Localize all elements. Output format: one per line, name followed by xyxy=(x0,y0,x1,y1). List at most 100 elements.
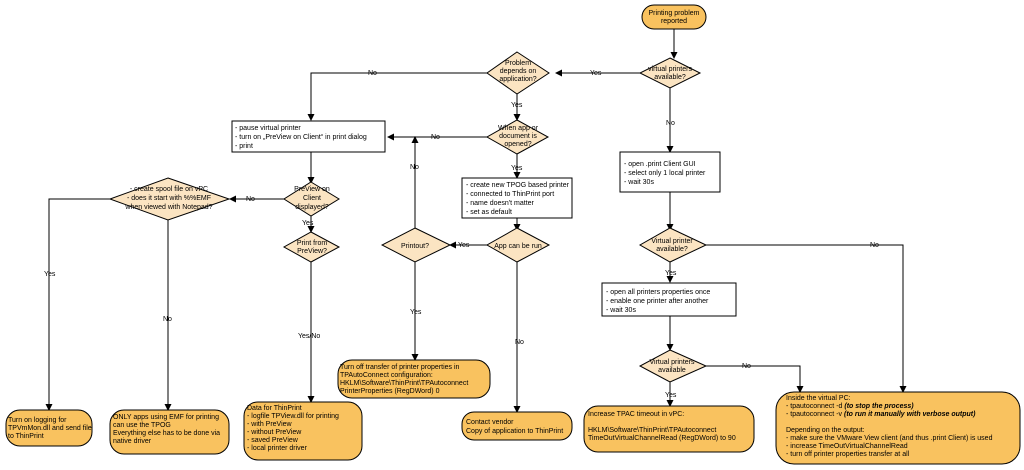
edge-vp3-no xyxy=(706,365,804,393)
node-turn-off-line: TPAutoConnect configuration: xyxy=(340,372,433,379)
node-print-from-preview: Print from PreView? xyxy=(282,231,341,263)
edge-depends-no xyxy=(307,72,487,121)
label-spool-yes: Yes xyxy=(44,271,56,278)
node-pause-line: - pause virtual printer xyxy=(235,125,301,132)
label-printout-no: No xyxy=(410,164,419,171)
label-whenapp-no: No xyxy=(431,134,440,141)
node-logging-line: Turn on logging for xyxy=(8,417,67,424)
node-create-tpog: - create new TPOG based printer - connec… xyxy=(461,177,573,219)
node-increase-tpac-timeout: Increase TPAC timeout in vPC: HKLM\Softw… xyxy=(583,405,755,453)
node-printout: Printout? xyxy=(380,227,452,263)
node-logging-line: to ThinPrint xyxy=(8,433,44,440)
node-data-for-thinprint: Data for ThinPrint - logfile TPView.dll … xyxy=(243,401,363,461)
edge-spool-yes xyxy=(45,198,126,411)
node-inside-vpc-line: Depending on the output: xyxy=(786,427,865,434)
label-vp2-yes: Yes xyxy=(665,270,677,277)
node-contact-vendor-line: Contact vendor xyxy=(466,419,514,426)
node-virtual-printers-available-3: Virtual printers available xyxy=(638,349,708,383)
label-vp3-no: No xyxy=(742,363,751,370)
node-depends-app: Problem depends on application? xyxy=(486,51,550,95)
node-virtual-printer-available-2: Virtual printer available? xyxy=(638,227,708,263)
node-app-can-be-run: App can be run xyxy=(485,227,551,263)
node-only-apps-line: ONLY apps using EMF for printing xyxy=(113,414,219,421)
label-apprun-no: No xyxy=(515,339,524,346)
label-depends-yes: Yes xyxy=(511,102,523,109)
node-open-all-line: - open all printers properties once xyxy=(606,289,710,296)
node-open-all-line: - wait 30s xyxy=(606,307,636,314)
node-create-tpog-line: - connected to ThinPrint port xyxy=(466,191,554,198)
node-data-line: - local printer driver xyxy=(247,445,308,452)
node-when-app-line: document is xyxy=(499,133,537,140)
label-depends-no: No xyxy=(368,70,377,77)
node-print-preview-line: PreView? xyxy=(297,248,327,255)
node-start: Printing problem reported xyxy=(641,4,707,30)
label-apprun-yes: Yes xyxy=(458,242,470,249)
node-inside-virtual-pc: Inside the virtual PC: - tpautoconnect -… xyxy=(775,391,1021,465)
label-vprinters-no: No xyxy=(666,120,675,127)
node-inside-vpc-line: - increase TimeOutVirtualChannelRead xyxy=(786,443,908,450)
node-depends-app-line: depends on xyxy=(500,68,537,75)
label-spool-no: No xyxy=(163,316,172,323)
node-turn-off-transfer: Turn off transfer of printer properties … xyxy=(337,359,491,399)
label-vp2-no: No xyxy=(870,242,879,249)
node-app-run-line: App can be run xyxy=(494,243,542,250)
node-turn-off-line: PrinterProperties (RegDWord) 0 xyxy=(340,388,440,395)
node-preview-client-line: displayed? xyxy=(295,204,329,211)
edges xyxy=(45,29,907,413)
node-preview-on-client: PreView on Client displayed? xyxy=(283,181,340,217)
node-spool-file-line: - create spool file on vPC xyxy=(130,186,208,193)
node-open-client-gui: - open .print Client GUI - select only 1… xyxy=(619,151,721,193)
node-open-gui-line: - select only 1 local printer xyxy=(624,170,706,177)
node-vp2-line: Virtual printer xyxy=(651,238,693,245)
node-increase-tpac-line: TimeOutVirtualChannelRead (RegDWord) to … xyxy=(588,435,736,442)
node-only-apps-emf: ONLY apps using EMF for printing can use… xyxy=(109,409,230,455)
node-preview-client-line: Client xyxy=(303,195,321,202)
label-preview-yes: Yes xyxy=(302,220,314,227)
node-spool-file: - create spool file on vPC - does it sta… xyxy=(108,177,231,221)
node-turn-off-line: Turn off transfer of printer properties … xyxy=(340,364,460,371)
node-turn-on-logging: Turn on logging for TPVmMon.dll and send… xyxy=(5,409,93,447)
node-inside-vpc-line: - make sure the VMware View client (and … xyxy=(786,435,993,442)
node-when-app-line: opened? xyxy=(504,141,531,148)
node-create-tpog-line: - create new TPOG based printer xyxy=(466,182,570,189)
node-when-app: When app or document is opened? xyxy=(485,119,550,155)
node-depends-app-line: Problem xyxy=(505,60,531,67)
node-only-apps-line: native driver xyxy=(113,438,152,445)
node-contact-vendor: Contact vendor Copy of application to Th… xyxy=(461,411,573,441)
node-vp2-line: available? xyxy=(656,246,688,253)
node-contact-vendor-line: Copy of application to ThinPrint xyxy=(466,428,563,435)
edge-vp2-no xyxy=(706,244,907,393)
label-preview-no: No xyxy=(246,196,255,203)
node-preview-client-line: PreView on xyxy=(294,186,330,193)
nodes: Printing problem reported virtual printe… xyxy=(5,4,1021,465)
node-start-line: Printing problem xyxy=(649,10,700,17)
node-inside-vpc-line: - tpautoconnect -d (to stop the process) xyxy=(786,403,914,410)
node-inside-vpc-line: Inside the virtual PC: xyxy=(786,395,851,402)
node-depends-app-line: application? xyxy=(499,76,536,83)
node-printout-line: Printout? xyxy=(401,243,429,250)
label-printpreview-yesno: Yes/No xyxy=(298,333,320,340)
node-data-line: - without PreView xyxy=(247,429,302,436)
node-inside-vpc-line: - tpautoconnect -v (to run it manually w… xyxy=(786,411,976,418)
label-vp3-yes: Yes xyxy=(665,392,677,399)
node-open-gui-line: - open .print Client GUI xyxy=(624,161,696,168)
label-whenapp-yes: Yes xyxy=(511,165,523,172)
node-vp3-line: available xyxy=(658,367,686,374)
node-print-preview-line: Print from xyxy=(297,240,328,247)
node-open-all-line: - enable one printer after another xyxy=(606,298,709,305)
node-pause-line: - turn on „PreView on Client“ in print d… xyxy=(235,134,367,141)
node-open-gui-line: - wait 30s xyxy=(624,179,654,186)
label-vprinters-yes: Yes xyxy=(590,70,602,77)
node-virtual-printers-line: virtual printers xyxy=(648,66,692,73)
node-vp3-line: Virtual printers xyxy=(649,359,695,366)
node-increase-tpac-line: Increase TPAC timeout in vPC: xyxy=(588,411,684,418)
node-only-apps-line: Everything else has to be done via xyxy=(113,430,220,437)
node-virtual-printers: virtual printers available? xyxy=(638,57,702,89)
node-spool-file-line: - does it start with %%EMF xyxy=(127,195,211,202)
node-pause-line: - print xyxy=(235,143,253,150)
node-spool-file-line: when viewed with Notepad? xyxy=(124,204,212,211)
node-data-line: - saved PreView xyxy=(247,437,299,444)
node-start-line: reported xyxy=(661,18,687,25)
